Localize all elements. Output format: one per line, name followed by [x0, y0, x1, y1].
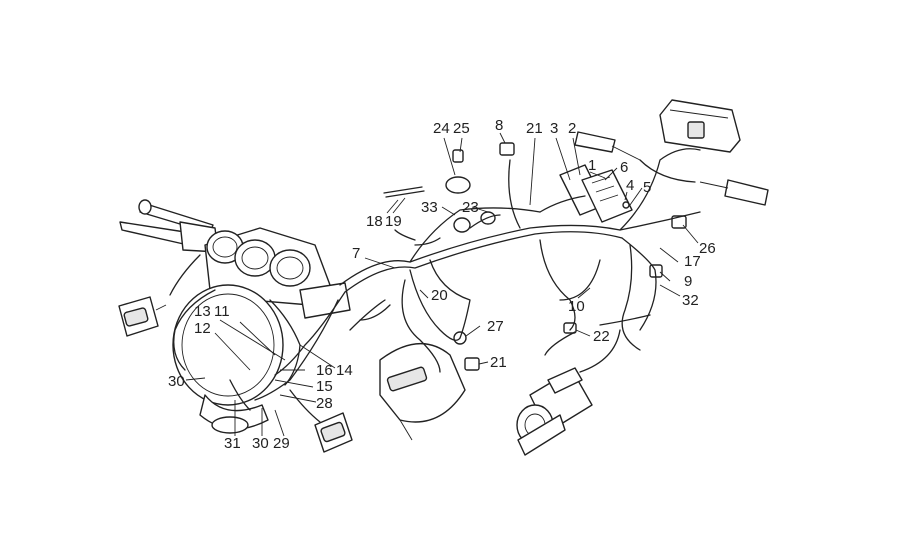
callout-26: 26: [699, 240, 716, 257]
switch-26: [671, 215, 687, 229]
callout-14: 14: [336, 362, 353, 379]
callout-16: 16: [316, 362, 333, 379]
horn: [379, 343, 466, 441]
fuse-box: [559, 164, 633, 223]
callout-1: 1: [588, 157, 596, 174]
callout-4: 4: [626, 177, 634, 194]
callout-25: 25: [453, 120, 470, 137]
callout-23: 23: [462, 199, 479, 216]
callout-33: 33: [421, 199, 438, 216]
callout-30-right: 30: [252, 435, 269, 452]
leader-lines: [185, 132, 699, 437]
left-turn-indicator: [118, 296, 167, 337]
starter-motor: [516, 367, 593, 456]
callout-9: 9: [684, 273, 692, 290]
callout-31: 31: [224, 435, 241, 452]
headlight-assembly: [172, 284, 284, 434]
rear-left-indicator: [574, 131, 641, 161]
callout-11: 11: [214, 303, 230, 320]
callout-10: 10: [568, 298, 585, 315]
connector-21-horn: [464, 357, 480, 371]
callout-5: 5: [643, 179, 651, 196]
callout-labels: 1 2 3 4 5 6 7 8 9 10 11 12 13 14 15 16 1…: [168, 117, 716, 452]
callout-19: 19: [385, 213, 402, 230]
wiring-harness: [169, 148, 701, 423]
callout-28: 28: [316, 395, 333, 412]
connector-8: [499, 142, 515, 156]
callout-8: 8: [495, 117, 503, 134]
regulator: [445, 149, 471, 194]
callout-15: 15: [316, 378, 333, 395]
front-right-indicator: [314, 412, 353, 453]
rear-right-indicator: [699, 179, 769, 206]
callout-29: 29: [273, 435, 290, 452]
handlebar-lever: [119, 199, 219, 253]
callout-6: 6: [620, 159, 628, 176]
tail-light: [659, 99, 741, 153]
callout-21-horn: 21: [490, 354, 507, 371]
cable-ties: [383, 186, 425, 198]
callout-12: 12: [194, 320, 211, 337]
callout-32: 32: [682, 292, 699, 309]
callout-20: 20: [431, 287, 448, 304]
callout-21-top: 21: [526, 120, 543, 137]
callout-22: 22: [593, 328, 610, 345]
callout-17: 17: [684, 253, 701, 270]
callout-2: 2: [568, 120, 576, 137]
callout-3: 3: [550, 120, 558, 137]
callout-18: 18: [366, 213, 383, 230]
callout-27: 27: [487, 318, 504, 335]
callout-13: 13: [194, 303, 211, 320]
callout-7: 7: [352, 245, 360, 262]
callout-24: 24: [433, 120, 450, 137]
callout-30-left: 30: [168, 373, 185, 390]
